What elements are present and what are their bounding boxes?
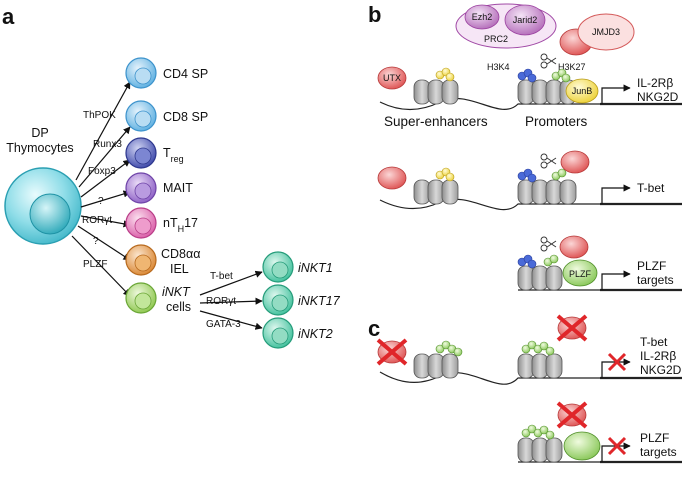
- red-factor-row2-right: [560, 150, 590, 174]
- cell-nth17: [125, 207, 157, 239]
- cell-inkt17: [262, 284, 294, 316]
- factor-rorgt: RORγt: [82, 215, 112, 226]
- panel-label-a: a: [2, 4, 15, 29]
- cell-cd4sp: [125, 57, 157, 89]
- label-treg: Treg: [163, 146, 184, 164]
- label-inkt17: iNKT17: [298, 294, 341, 308]
- scissors-icon-row2: [540, 153, 557, 169]
- label-inkt1: iNKT1: [298, 261, 333, 275]
- panel-label-b: b: [368, 2, 381, 27]
- row2-target: T-bet: [637, 181, 665, 195]
- prc2-label: PRC2: [484, 34, 508, 44]
- nucleosome-c-row1-right: [517, 340, 563, 379]
- red-factor-row3: [559, 235, 589, 259]
- nucleosome-pair-row1-left: [413, 67, 459, 105]
- row1-target-2: NKG2D: [637, 90, 679, 104]
- promoters-label: Promoters: [525, 114, 588, 129]
- factor-tbet: T-bet: [210, 271, 233, 282]
- tss-arrow-row1: [601, 84, 631, 104]
- c-row1-target-3: NKG2D: [640, 363, 682, 377]
- c-row1-target-1: T-bet: [640, 335, 668, 349]
- blocked-factor-c-row2: [556, 401, 588, 429]
- cell-cd8sp: [125, 100, 157, 132]
- jmjd3-label: JMJD3: [592, 27, 620, 37]
- label-nth17-suffix: 17: [184, 216, 198, 230]
- prc2-complex: [455, 3, 557, 49]
- source-label-line1: DP: [31, 126, 48, 140]
- plzf-factor: [562, 259, 598, 287]
- label-nth17: nTH17: [163, 216, 198, 234]
- nucleosome-pair-row3: [517, 254, 563, 291]
- jmjd3-factor: [559, 13, 635, 56]
- blocked-factor-left: [376, 338, 408, 366]
- tss-arrow-row3: [601, 270, 631, 290]
- label-cd4sp: CD4 SP: [163, 67, 208, 81]
- label-cd8sp: CD8 SP: [163, 110, 208, 124]
- blocked-factor-c-row1: [556, 314, 588, 342]
- row3-target-2: targets: [637, 273, 674, 287]
- panel-label-c: c: [368, 316, 380, 341]
- cell-inkt1: [262, 251, 294, 283]
- label-inkt: iNKT: [162, 285, 191, 299]
- factor-rorgt-inkt: RORγt: [206, 296, 236, 307]
- label-treg-sub: reg: [171, 154, 184, 164]
- nucleosome-pair-row2-right: [517, 168, 577, 205]
- label-cd8aa: CD8αα: [161, 247, 200, 261]
- source-label-line2: Thymocytes: [6, 141, 73, 155]
- utx-label: UTX: [383, 73, 401, 83]
- blocked-x-icon-row2: [607, 436, 627, 456]
- nucleosome-c-row1-left: [413, 340, 463, 379]
- cell-inkt: [125, 282, 157, 314]
- factor-runx3: Runx3: [93, 139, 122, 150]
- junb-label: JunB: [572, 86, 593, 96]
- red-factor-row2-left: [377, 166, 407, 190]
- ezh2-label: Ezh2: [472, 12, 493, 22]
- c-row2-target-1: PLZF: [640, 431, 669, 445]
- label-nth17-sub: H: [178, 224, 185, 234]
- c-row1-target-2: IL-2Rβ: [640, 349, 676, 363]
- plzf-label: PLZF: [569, 269, 592, 279]
- jarid2-label: Jarid2: [513, 15, 538, 25]
- factor-plzf: PLZF: [83, 259, 107, 270]
- scissors-icon: [540, 53, 557, 69]
- lineage-arrows: [71, 81, 131, 297]
- label-mait: MAIT: [163, 181, 193, 195]
- scissors-icon-row3: [540, 236, 557, 252]
- blocked-x-icon-row1: [607, 352, 627, 372]
- tss-arrow-c-row1: [601, 358, 631, 378]
- super-enhancers-label: Super-enhancers: [384, 114, 488, 129]
- nucleosome-pair-row1-right: [517, 68, 577, 105]
- tss-arrow-row2: [601, 184, 631, 204]
- utx-factor: [377, 66, 407, 90]
- cell-mait: [125, 172, 157, 204]
- dp-thymocyte-cell: [4, 167, 82, 245]
- label-nth17-main: nT: [163, 216, 178, 230]
- h3k4-label: H3K4: [487, 62, 510, 72]
- nucleosome-pair-row2-left: [413, 167, 459, 205]
- factor-mait: ?: [98, 196, 104, 207]
- c-row2-target-2: targets: [640, 445, 677, 459]
- row3-target-1: PLZF: [637, 259, 666, 273]
- label-inkt2: iNKT2: [298, 327, 333, 341]
- factor-thpok: ThPOK: [83, 110, 116, 121]
- factor-iel: ?: [93, 236, 99, 247]
- nucleosome-c-row2: [517, 424, 563, 463]
- factor-gata3: GATA-3: [206, 319, 241, 330]
- junb-factor: [565, 78, 599, 104]
- cell-inkt2: [262, 317, 294, 349]
- tss-arrow-c-row2: [601, 442, 631, 462]
- plzf-factor-c: [563, 431, 601, 461]
- factor-foxp3: Foxp3: [88, 166, 116, 177]
- cell-cd8aa-iel: [125, 244, 157, 276]
- h3k27-label: H3K27: [558, 62, 586, 72]
- label-inkt-cells: cells: [166, 300, 191, 314]
- label-treg-main: T: [163, 146, 171, 160]
- label-iel: IEL: [170, 262, 189, 276]
- row1-target-1: IL-2Rβ: [637, 76, 673, 90]
- inkt-subset-arrows: [199, 270, 263, 330]
- cell-treg: [125, 137, 157, 169]
